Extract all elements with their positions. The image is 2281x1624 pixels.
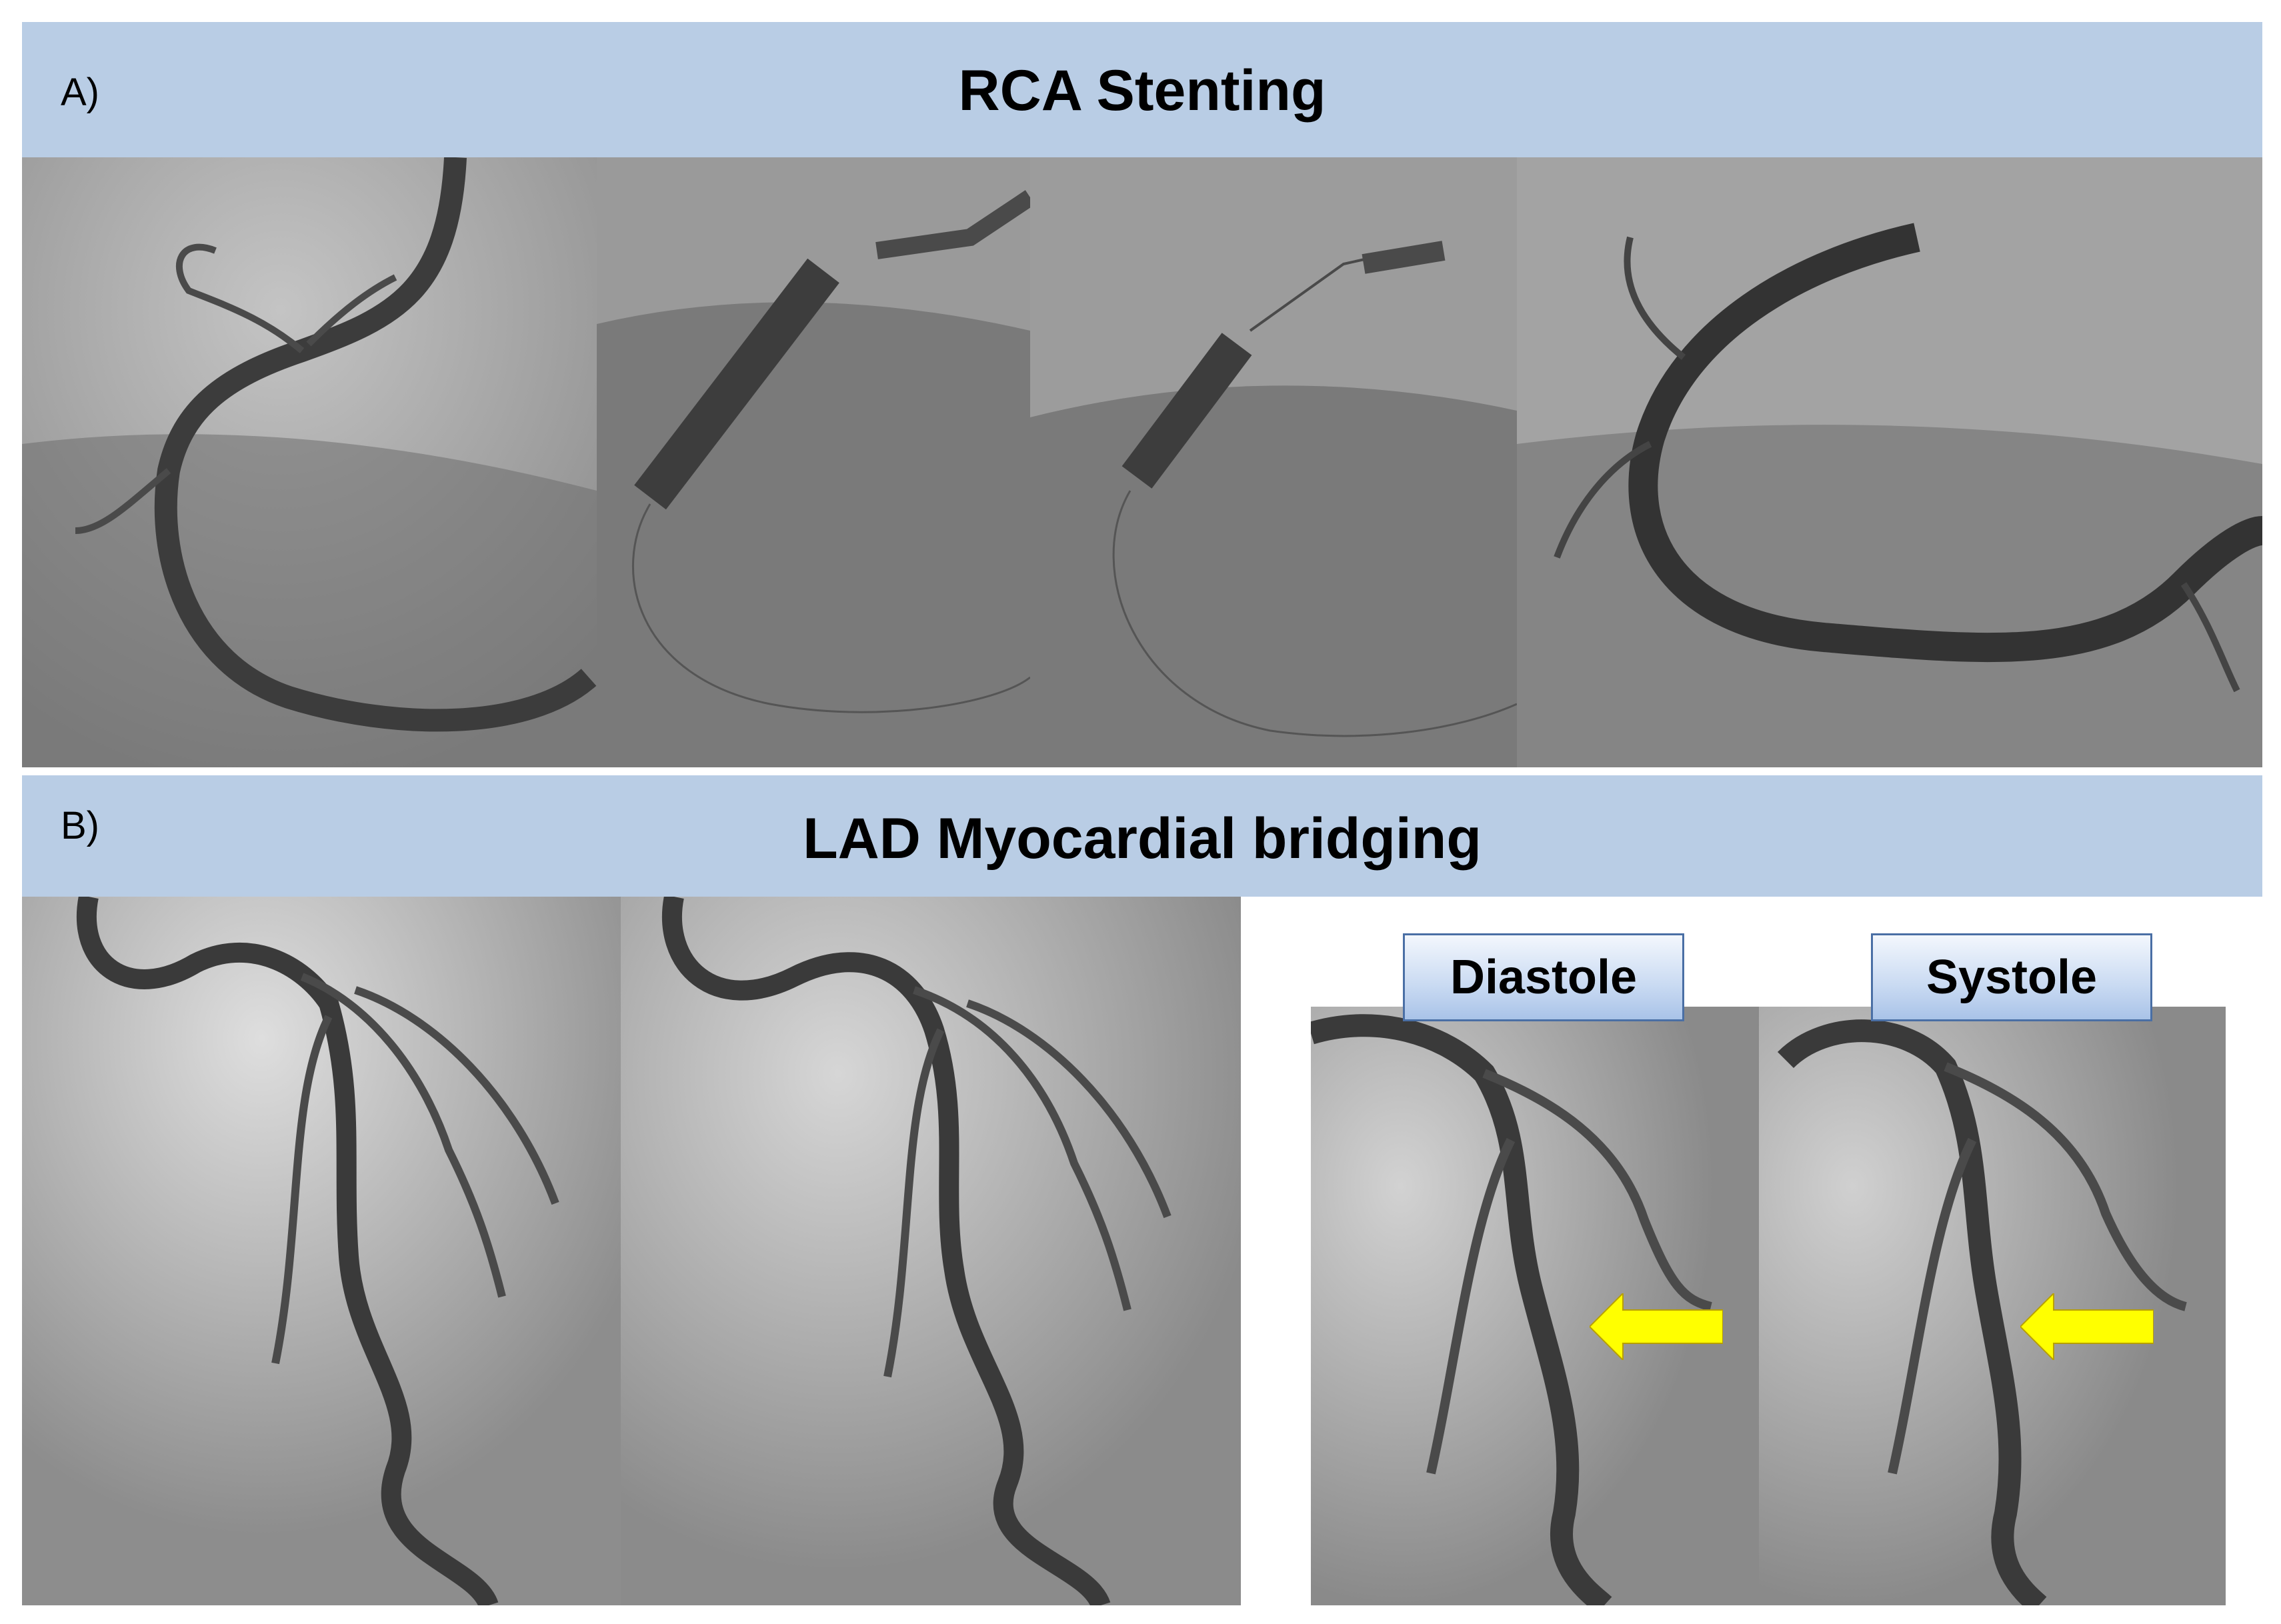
lad-angiogram-2 xyxy=(621,897,1241,1605)
lad-systole-image xyxy=(1759,1007,2226,1605)
lad-diastole-image xyxy=(1311,1007,1759,1605)
systole-label: Systole xyxy=(1871,933,2152,1021)
panel-a-header: A) RCA Stenting xyxy=(22,22,2262,157)
panel-b-letter: B) xyxy=(61,804,99,847)
rca-stent-balloon-1 xyxy=(597,157,1030,767)
rca-angiogram-post-stent xyxy=(1517,157,2262,767)
panel-a-title: RCA Stenting xyxy=(958,59,1326,123)
rca-angiogram-baseline xyxy=(22,157,597,767)
panel-b-header: B) LAD Myocardial bridging xyxy=(22,775,2262,897)
panel-b-title: LAD Myocardial bridging xyxy=(803,807,1482,871)
left-arrow-icon xyxy=(2020,1293,2154,1360)
lad-angiogram-1 xyxy=(22,897,621,1605)
left-arrow-icon xyxy=(1590,1293,1723,1360)
diastole-label: Diastole xyxy=(1403,933,1684,1021)
panel-a-letter: A) xyxy=(61,71,99,114)
rca-stent-balloon-2 xyxy=(1030,157,1517,767)
